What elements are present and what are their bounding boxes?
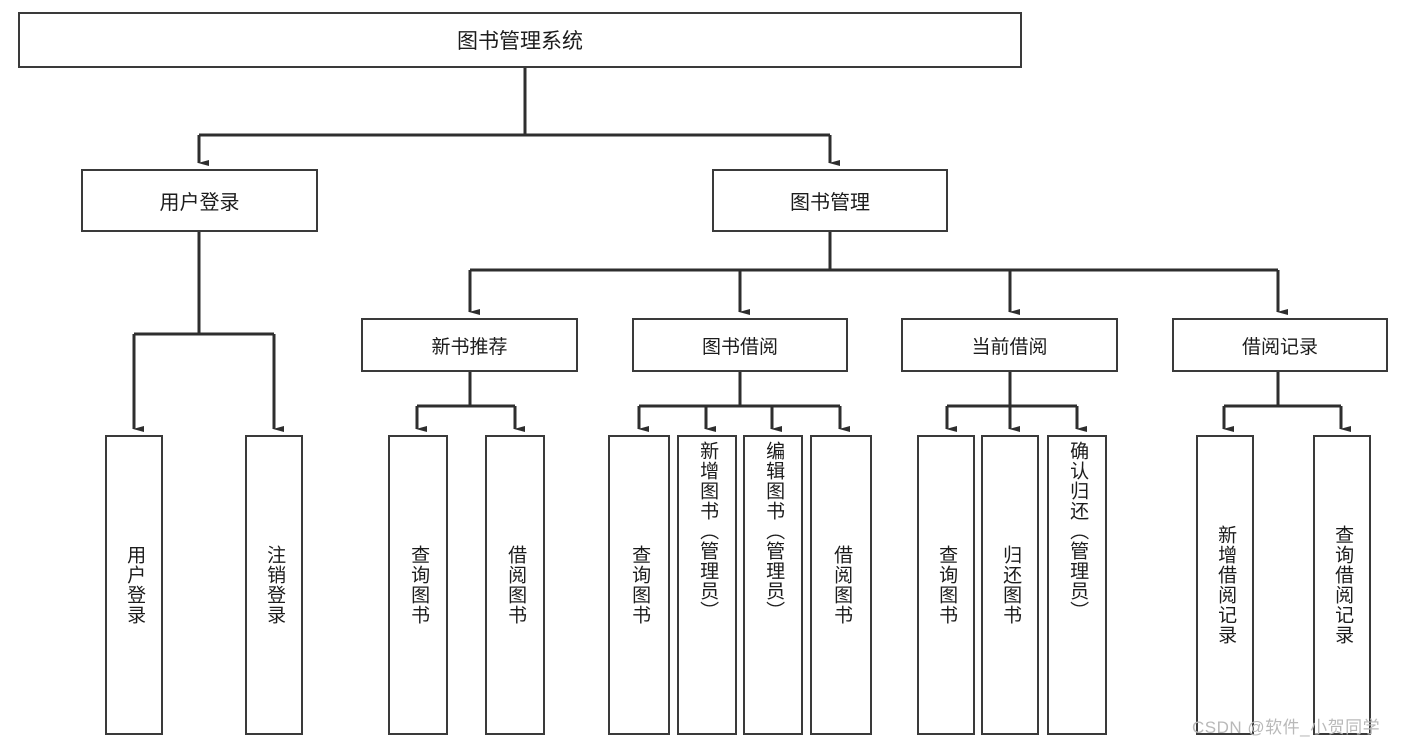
- leaf-label: 查询图书: [629, 545, 651, 625]
- leaf-label: 查询图书: [408, 545, 430, 625]
- leaf-book-borrow-4[interactable]: 借阅图书: [810, 435, 872, 735]
- leaf-new-book-recommend-2[interactable]: 借阅图书: [485, 435, 545, 735]
- node-book-management[interactable]: 图书管理: [712, 169, 948, 232]
- node-root-label: 图书管理系统: [457, 30, 583, 53]
- leaf-book-borrow-1[interactable]: 查询图书: [608, 435, 670, 735]
- leaf-new-book-recommend-1[interactable]: 查询图书: [388, 435, 448, 735]
- leaf-user-login-1[interactable]: 用户登录: [105, 435, 163, 735]
- leaf-label: 新增图书（管理员）: [697, 441, 719, 621]
- leaf-label: 归还图书: [1000, 545, 1022, 625]
- node-current-borrow-label: 当前借阅: [971, 336, 1048, 358]
- leaf-book-borrow-3[interactable]: 编辑图书（管理员）: [743, 435, 803, 735]
- node-new-book-recommend-label: 新书推荐: [431, 336, 508, 358]
- node-current-borrow[interactable]: 当前借阅: [901, 318, 1118, 372]
- leaf-label: 查询借阅记录: [1332, 525, 1354, 645]
- leaf-borrow-record-2[interactable]: 查询借阅记录: [1313, 435, 1371, 735]
- leaf-label: 新增借阅记录: [1215, 525, 1237, 645]
- leaf-current-borrow-2[interactable]: 归还图书: [981, 435, 1039, 735]
- leaf-current-borrow-3[interactable]: 确认归还（管理员）: [1047, 435, 1107, 735]
- leaf-label: 注销登录: [264, 545, 286, 625]
- node-book-borrow-label: 图书借阅: [701, 336, 778, 358]
- node-user-login-label: 用户登录: [159, 192, 240, 214]
- leaf-label: 借阅图书: [831, 545, 853, 625]
- node-new-book-recommend[interactable]: 新书推荐: [361, 318, 578, 372]
- leaf-label: 查询图书: [936, 545, 958, 625]
- leaf-label: 确认归还（管理员）: [1067, 441, 1089, 621]
- leaf-book-borrow-2[interactable]: 新增图书（管理员）: [677, 435, 737, 735]
- leaf-label: 借阅图书: [505, 545, 527, 625]
- node-user-login[interactable]: 用户登录: [81, 169, 318, 232]
- leaf-borrow-record-1[interactable]: 新增借阅记录: [1196, 435, 1254, 735]
- leaf-label: 编辑图书（管理员）: [763, 441, 785, 621]
- node-borrow-record-label: 借阅记录: [1241, 336, 1318, 358]
- watermark: CSDN @软件_小贺同学: [1192, 718, 1381, 737]
- node-borrow-record[interactable]: 借阅记录: [1172, 318, 1388, 372]
- leaf-current-borrow-1[interactable]: 查询图书: [917, 435, 975, 735]
- leaf-label: 用户登录: [124, 545, 146, 625]
- node-book-management-label: 图书管理: [790, 192, 870, 214]
- node-book-borrow[interactable]: 图书借阅: [632, 318, 848, 372]
- node-root[interactable]: 图书管理系统: [18, 12, 1022, 68]
- leaf-user-login-2[interactable]: 注销登录: [245, 435, 303, 735]
